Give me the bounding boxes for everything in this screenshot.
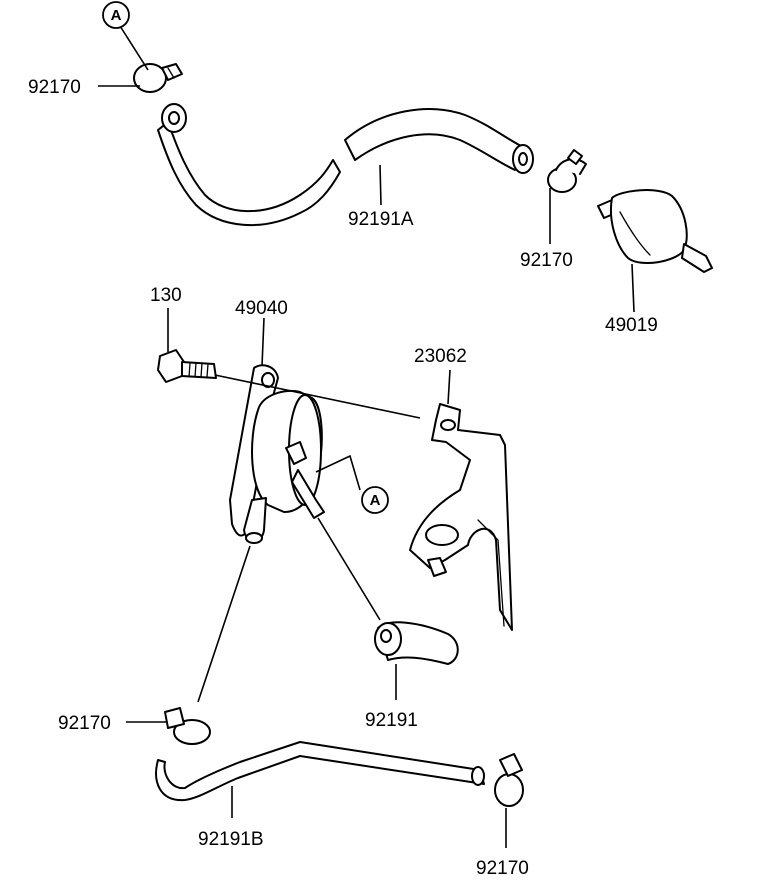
- label-clamp-bottom-left: 92170: [58, 713, 111, 734]
- label-hose: 92191: [365, 710, 418, 731]
- clamp-bottom-left: [164, 707, 211, 745]
- label-hose-a: 92191A: [348, 209, 414, 230]
- label-bracket: 23062: [414, 346, 467, 367]
- label-hose-b: 92191B: [198, 829, 264, 850]
- hose-92191b: [155, 741, 485, 802]
- fuel-filter: [597, 189, 713, 273]
- hose-92191a: [157, 103, 534, 227]
- ref-mark-middle: A: [361, 486, 389, 514]
- clamp-bottom-right: [494, 753, 524, 807]
- fuel-pump: [229, 364, 325, 544]
- ref-mark-top-text: A: [111, 7, 122, 24]
- clamp-top-right: [547, 149, 587, 193]
- label-pump: 49040: [235, 298, 288, 319]
- hose-92191: [374, 621, 459, 665]
- bolt-130: [157, 349, 217, 383]
- clamp-top-left: [133, 63, 183, 93]
- label-clamp-bottom-right: 92170: [476, 858, 529, 879]
- label-filter: 49019: [605, 315, 658, 336]
- label-clamp-top-right: 92170: [520, 250, 573, 271]
- leader-lines: [98, 25, 635, 848]
- ref-mark-top: A: [102, 1, 130, 29]
- ref-mark-middle-text: A: [370, 492, 381, 509]
- label-bolt: 130: [150, 285, 182, 306]
- label-clamp-top-left: 92170: [28, 77, 81, 98]
- bracket-23062: [409, 403, 513, 631]
